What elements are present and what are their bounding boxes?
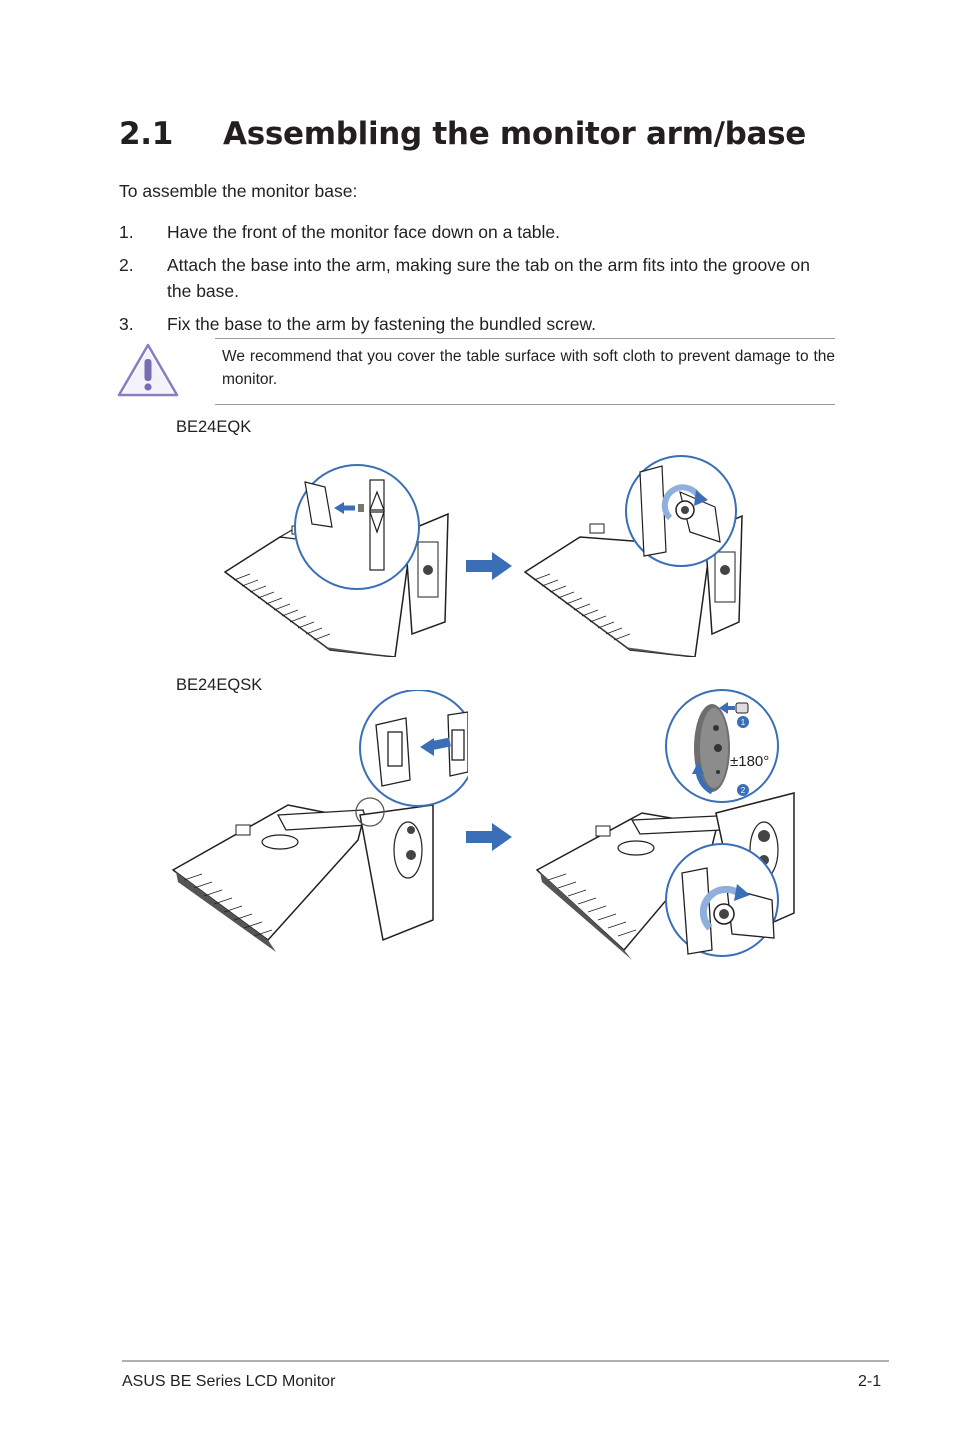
next-step-arrow-icon [466, 823, 512, 851]
intro-text: To assemble the monitor base: [119, 181, 358, 201]
be24eqsk-fasten-illustration: 1 ±180° 2 [535, 689, 795, 960]
be24eqk-fasten-illustration [523, 455, 743, 657]
step-item: 2. Attach the base into the arm, making … [119, 252, 819, 304]
step-text: Attach the base into the arm, making sur… [167, 255, 811, 301]
step-number: 2. [119, 255, 134, 275]
step-item: 1. Have the front of the monitor face do… [119, 219, 819, 245]
note-text: We recommend that you cover the table su… [222, 348, 835, 388]
step-text: Have the front of the monitor face down … [167, 222, 561, 242]
model-label-be24eqk: BE24EQK [176, 418, 252, 436]
callout-number-2: 2 [741, 786, 746, 795]
model-label-be24eqsk: BE24EQSK [176, 676, 263, 694]
section-title: Assembling the monitor arm/base [223, 116, 807, 152]
step-number: 1. [119, 222, 134, 242]
be24eqsk-attach-illustration [171, 690, 468, 952]
note-bottom-rule [215, 404, 835, 405]
caution-triangle-icon [117, 343, 179, 397]
step-number: 3. [119, 314, 134, 334]
be24eqk-attach-illustration [223, 464, 449, 657]
callout-number-1: 1 [741, 718, 746, 727]
footer-page-number: 2-1 [858, 1373, 882, 1390]
page-title: 2.1 Assembling the monitor arm/base [119, 116, 806, 152]
footer-rule [122, 1360, 889, 1362]
section-number: 2.1 [119, 116, 174, 152]
next-step-arrow-icon [466, 552, 512, 580]
note-top-rule [215, 338, 835, 339]
footer-manual-title: ASUS BE Series LCD Monitor [122, 1373, 336, 1390]
step-text: Fix the base to the arm by fastening the… [167, 314, 596, 334]
rotation-label: ±180° [730, 753, 769, 770]
step-item: 3. Fix the base to the arm by fastening … [119, 311, 819, 337]
